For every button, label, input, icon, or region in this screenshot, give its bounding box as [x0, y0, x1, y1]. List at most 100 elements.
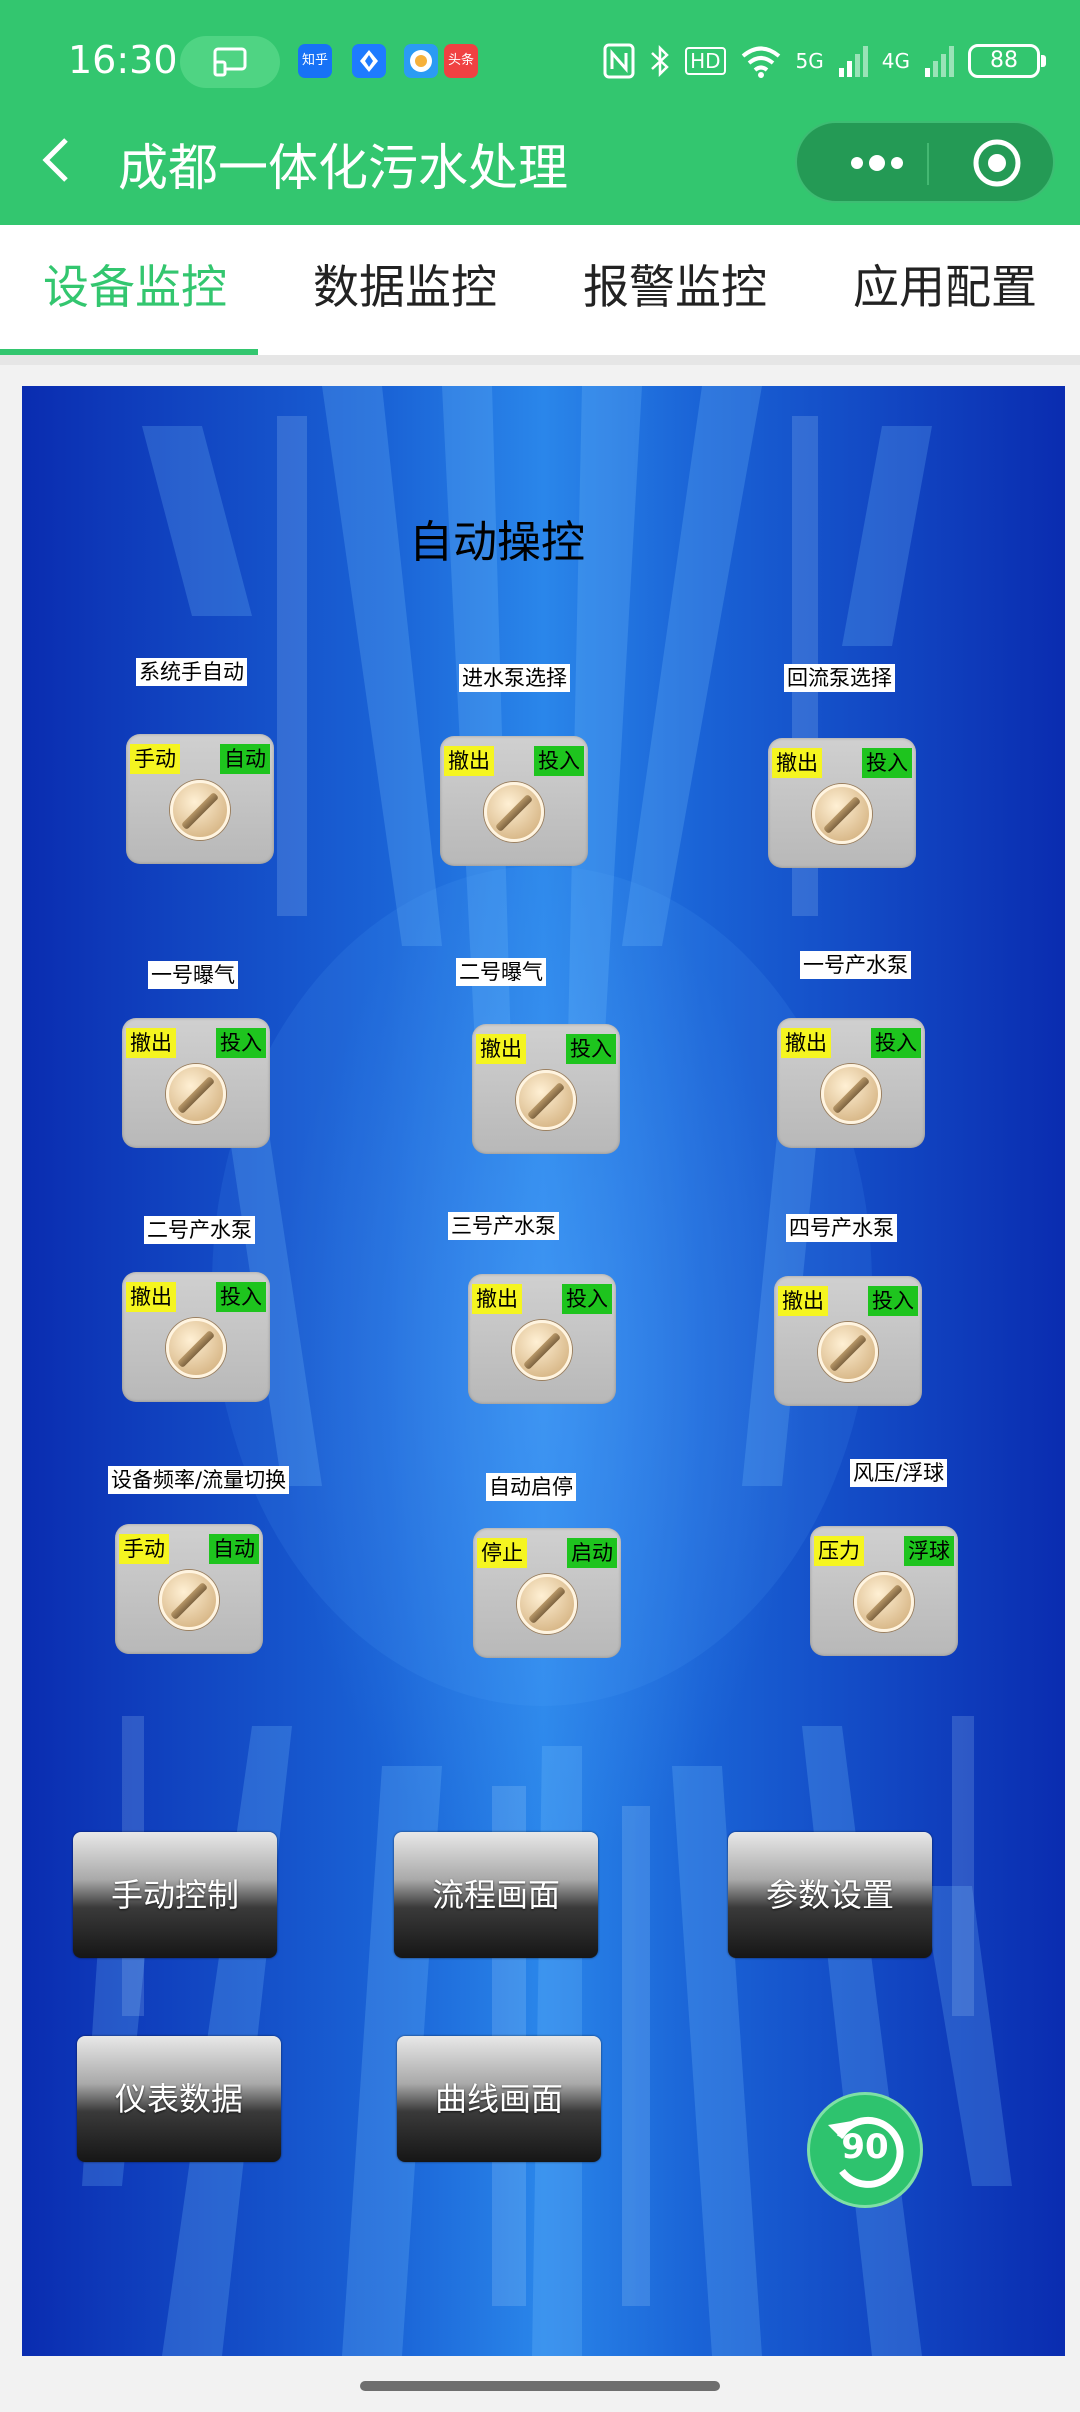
switch-left-label: 撤出 — [476, 1034, 526, 1064]
switch-label-return-pump: 回流泵选择 — [784, 664, 895, 692]
page-title: 成都一体化污水处理 — [118, 139, 568, 197]
chevron-left-icon — [42, 138, 68, 182]
rotate-icon — [828, 2116, 904, 2188]
diamond-app-icon — [352, 44, 386, 78]
network-4g-label: 4G — [881, 49, 910, 73]
switch-label-product-pump-3: 三号产水泵 — [448, 1212, 559, 1240]
switch-product-pump-1[interactable]: 撤出 投入 — [777, 1018, 925, 1148]
parameter-settings-button[interactable]: 参数设置 — [728, 1832, 932, 1958]
more-dots-icon — [851, 155, 903, 171]
switch-left-label: 撤出 — [772, 748, 822, 778]
switch-label-frequency-flow: 设备频率/流量切换 — [108, 1466, 290, 1494]
rotary-knob-icon — [517, 1574, 577, 1634]
screen-cast-indicator[interactable] — [180, 36, 280, 88]
more-button[interactable] — [837, 123, 917, 203]
switch-air-float[interactable]: 压力 浮球 — [810, 1526, 958, 1656]
switch-right-label: 启动 — [567, 1538, 617, 1568]
cast-icon — [213, 47, 247, 77]
bluetooth-icon — [651, 44, 669, 78]
signal-5g-icon — [838, 46, 868, 77]
switch-label-product-pump-4: 四号产水泵 — [786, 1214, 897, 1242]
home-indicator[interactable] — [360, 2381, 720, 2391]
switch-right-label: 浮球 — [904, 1536, 954, 1566]
switch-right-label: 投入 — [566, 1034, 616, 1064]
tab-bar: 设备监控 数据监控 报警监控 应用配置 — [0, 225, 1080, 355]
signal-4g-icon — [925, 46, 954, 77]
wifi-icon — [741, 46, 780, 78]
rotary-knob-icon — [854, 1572, 914, 1632]
rotary-knob-icon — [159, 1570, 219, 1630]
rotary-knob-icon — [812, 784, 872, 844]
manual-control-button[interactable]: 手动控制 — [73, 1832, 277, 1958]
switch-aeration-2[interactable]: 撤出 投入 — [472, 1024, 620, 1154]
switch-right-label: 投入 — [868, 1286, 918, 1316]
process-screen-button[interactable]: 流程画面 — [394, 1832, 598, 1958]
rotate-90-label: 90 — [841, 2127, 889, 2167]
zhihu-icon: 知乎 — [298, 44, 332, 78]
tab-app-config[interactable]: 应用配置 — [853, 260, 1037, 314]
rotary-knob-icon — [484, 782, 544, 842]
switch-right-label: 投入 — [534, 746, 584, 776]
mini-program-capsule — [795, 121, 1055, 203]
switch-left-label: 手动 — [130, 744, 180, 774]
switch-label-aeration-1: 一号曝气 — [148, 961, 238, 989]
rotary-knob-icon — [516, 1070, 576, 1130]
switch-right-label: 投入 — [862, 748, 912, 778]
switch-label-aeration-2: 二号曝气 — [456, 958, 546, 986]
target-close-icon — [973, 139, 1021, 187]
switch-left-label: 撤出 — [126, 1282, 176, 1312]
nfc-icon — [603, 43, 635, 79]
switch-label-inlet-pump: 进水泵选择 — [459, 664, 570, 692]
switch-right-label: 投入 — [216, 1282, 266, 1312]
instrument-data-button[interactable]: 仪表数据 — [77, 2036, 281, 2162]
switch-auto-start-stop[interactable]: 停止 启动 — [473, 1528, 621, 1658]
tab-data-monitor[interactable]: 数据监控 — [313, 260, 497, 314]
switch-label-air-float: 风压/浮球 — [850, 1459, 948, 1487]
switch-inlet-pump[interactable]: 撤出 投入 — [440, 736, 588, 866]
rotary-knob-icon — [166, 1064, 226, 1124]
switch-right-label: 自动 — [209, 1534, 259, 1564]
switch-left-label: 压力 — [814, 1536, 864, 1566]
switch-product-pump-2[interactable]: 撤出 投入 — [122, 1272, 270, 1402]
battery-icon: 88 — [968, 44, 1046, 78]
switch-product-pump-4[interactable]: 撤出 投入 — [774, 1276, 922, 1406]
rotary-knob-icon — [512, 1320, 572, 1380]
hmi-panel: 自动操控 系统手自动 手动 自动 进水泵选择 撤出 投入 回流泵选择 撤出 投入… — [22, 386, 1065, 2356]
tab-device-monitor[interactable]: 设备监控 — [0, 225, 270, 355]
switch-right-label: 自动 — [220, 744, 270, 774]
switch-product-pump-3[interactable]: 撤出 投入 — [468, 1274, 616, 1404]
rotary-knob-icon — [170, 780, 230, 840]
auto-control-title: 自动操控 — [409, 517, 585, 568]
switch-left-label: 撤出 — [781, 1028, 831, 1058]
back-button[interactable] — [36, 130, 76, 190]
switch-system-mode[interactable]: 手动 自动 — [126, 734, 274, 864]
curve-screen-button[interactable]: 曲线画面 — [397, 2036, 601, 2162]
switch-label-product-pump-1: 一号产水泵 — [800, 951, 911, 979]
switch-return-pump[interactable]: 撤出 投入 — [768, 738, 916, 868]
status-time: 16:30 — [68, 38, 178, 82]
tab-separator — [0, 355, 1080, 365]
close-mini-program-button[interactable] — [957, 123, 1037, 203]
browser-app-icon — [404, 44, 438, 78]
switch-frequency-flow[interactable]: 手动 自动 — [115, 1524, 263, 1654]
capsule-divider — [927, 143, 929, 185]
switch-left-label: 撤出 — [444, 746, 494, 776]
rotate-90-button[interactable]: 90 — [810, 2095, 920, 2205]
switch-left-label: 手动 — [119, 1534, 169, 1564]
switch-left-label: 撤出 — [472, 1284, 522, 1314]
switch-right-label: 投入 — [562, 1284, 612, 1314]
switch-left-label: 撤出 — [126, 1028, 176, 1058]
switch-left-label: 撤出 — [778, 1286, 828, 1316]
switch-left-label: 停止 — [477, 1538, 527, 1568]
top-bar: 16:30 知乎 头条 HD 5G 4G — [0, 0, 1080, 225]
tab-alarm-monitor[interactable]: 报警监控 — [583, 260, 767, 314]
rotary-knob-icon — [821, 1064, 881, 1124]
switch-label-auto-start-stop: 自动启停 — [486, 1473, 576, 1501]
switch-aeration-1[interactable]: 撤出 投入 — [122, 1018, 270, 1148]
switch-label-system-mode: 系统手自动 — [136, 658, 247, 686]
hd-voice-badge: HD — [685, 47, 726, 75]
switch-right-label: 投入 — [871, 1028, 921, 1058]
switch-right-label: 投入 — [216, 1028, 266, 1058]
toutiao-icon: 头条 — [444, 44, 478, 78]
switch-label-product-pump-2: 二号产水泵 — [144, 1216, 255, 1244]
